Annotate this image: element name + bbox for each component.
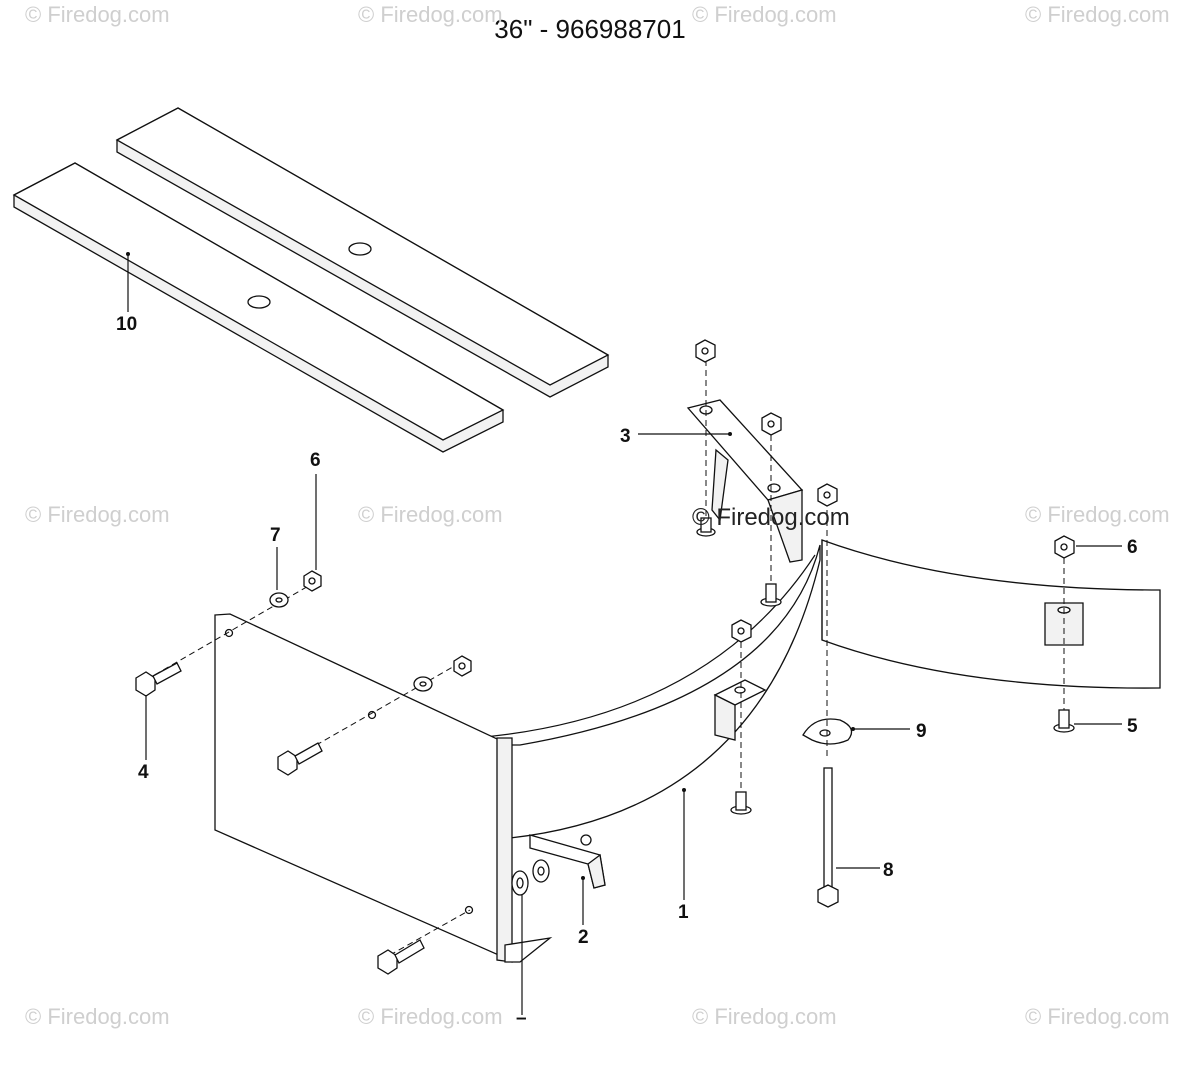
watermark: © Firedog.com	[358, 502, 503, 527]
callout-8: 8	[883, 860, 894, 881]
callout-9: 9	[916, 721, 927, 742]
part-10-strips	[12, 107, 610, 453]
callout-6-left: 6	[310, 450, 321, 471]
watermark: © Firedog.com	[358, 1004, 503, 1029]
diagram-title: 36" - 966988701	[494, 14, 686, 44]
part-1-shroud	[439, 539, 1161, 839]
callout-10: 10	[116, 314, 137, 335]
callout-6-right: 6	[1127, 537, 1138, 558]
front-panel	[214, 613, 553, 963]
callout-5: 5	[1127, 716, 1138, 737]
watermark: © Firedog.com	[692, 1004, 837, 1029]
watermark: © Firedog.com	[1025, 1004, 1170, 1029]
callout-1: 1	[678, 902, 689, 923]
watermark: © Firedog.com	[1025, 502, 1170, 527]
watermark: © Firedog.com	[692, 2, 837, 27]
watermark: © Firedog.com	[1025, 2, 1170, 27]
callout-4: 4	[138, 762, 149, 783]
leader-lines	[126, 252, 1122, 1015]
watermark: © Firedog.com	[358, 2, 503, 27]
watermark-layer: © Firedog.com © Firedog.com © Firedog.co…	[25, 2, 1170, 1029]
callout-3: 3	[620, 426, 631, 447]
assembly-lines	[145, 360, 1065, 956]
watermark: © Firedog.com	[25, 2, 170, 27]
part-3-bracket	[686, 399, 804, 563]
shroud-bracket	[713, 679, 767, 741]
callouts: 10 3 6 7 4 1 2 8 9 5 6 –	[116, 314, 1138, 1029]
part-2-bracket	[511, 834, 606, 896]
hardware	[135, 339, 1075, 975]
callout-bottom: –	[516, 1008, 527, 1029]
watermark: © Firedog.com	[25, 502, 170, 527]
center-watermark: © Firedog.com	[692, 504, 850, 531]
callout-7: 7	[270, 525, 281, 546]
callout-2: 2	[578, 927, 589, 948]
watermark: © Firedog.com	[25, 1004, 170, 1029]
